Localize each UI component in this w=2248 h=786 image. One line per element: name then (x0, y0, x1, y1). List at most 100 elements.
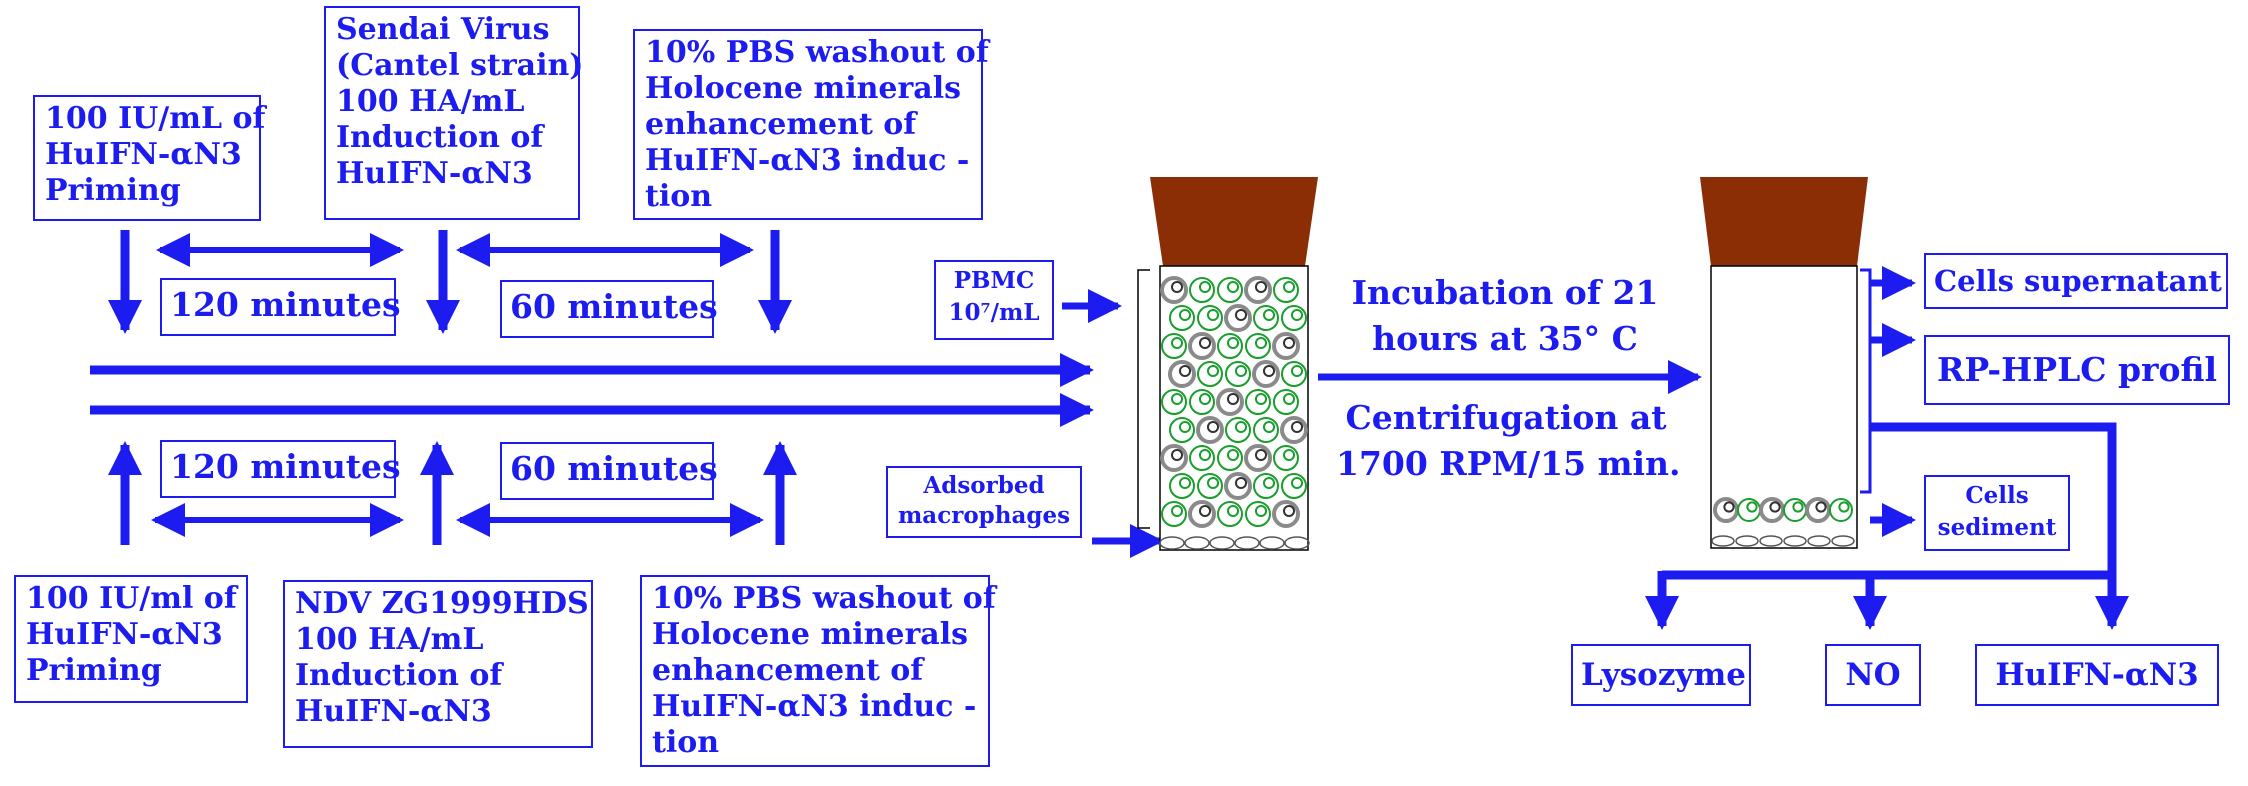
top-interval-2-label: 60 minutes (510, 287, 718, 326)
top-interval-2-box: 60 minutes (500, 280, 718, 338)
tube-1-cell (1196, 416, 1224, 444)
tube-1-cell (1197, 361, 1223, 387)
tube-1-cell (1217, 277, 1243, 303)
tube-1-cell (1189, 445, 1215, 471)
tube-1-cell-nucleus (1234, 308, 1248, 322)
tube-1-cell-nucleus (1262, 308, 1276, 322)
tube-1-bracket (1137, 269, 1150, 529)
tube-1-cell (1225, 417, 1251, 443)
bottom-priming-line-3: Priming (26, 653, 162, 688)
tube-1-cell (1272, 500, 1300, 528)
bottom-washout-line-4: HuIFN-αN3 induc - (652, 689, 977, 724)
tube-1-cell (1273, 277, 1299, 303)
tube-1-cell (1280, 416, 1308, 444)
tube-1-cell (1160, 276, 1188, 304)
tube-2-cells (1711, 497, 1855, 547)
bottom-priming-line-1: 100 IU/ml of (26, 581, 237, 616)
centrifugation-line-2: 1700 RPM/15 min. (1336, 444, 1681, 483)
tube-1-cell (1169, 473, 1195, 499)
tube-1-macrophage (1284, 536, 1310, 550)
tube-2-macrophage (1807, 535, 1831, 547)
tube-1-cell-nucleus (1290, 476, 1304, 490)
bottom-virus-line-4: HuIFN-αN3 (295, 694, 492, 729)
tube-1-cell-nucleus (1198, 504, 1212, 518)
top-virus-line-3: 100 HA/mL (336, 84, 525, 119)
top-washout-line-4: HuIFN-αN3 induc - (645, 143, 970, 178)
tube-1-cell-nucleus (1254, 392, 1268, 406)
tube-2-cap (1700, 177, 1868, 266)
bottom-washout-box: 10% PBS washout of Holocene minerals enh… (640, 575, 996, 767)
bottom-interval-2-label: 60 minutes (510, 449, 718, 488)
bottom-washout-line-3: enhancement of (652, 653, 924, 688)
supernatant-box: Cells supernatant (1924, 253, 2228, 309)
tube-1-cell-nucleus (1282, 392, 1296, 406)
tube-1-cell (1168, 360, 1196, 388)
tube-1-cell-nucleus (1282, 448, 1296, 462)
top-interval-1-box: 120 minutes (160, 278, 401, 336)
tube-1-cell (1189, 389, 1215, 415)
tube-1-cell-nucleus (1206, 476, 1220, 490)
macrophages-box: Adsorbed macrophages (886, 466, 1082, 538)
tube-1-cell (1272, 332, 1300, 360)
tube-1-cell (1217, 333, 1243, 359)
tube-1-cell-nucleus (1290, 420, 1304, 434)
bottom-washout-line-2: Holocene minerals (652, 617, 969, 652)
tube-1-cell-nucleus (1226, 448, 1240, 462)
top-virus-line-5: HuIFN-αN3 (336, 156, 533, 191)
tube-1-cell (1281, 305, 1307, 331)
tube-1-cell (1169, 417, 1195, 443)
bottom-virus-line-3: Induction of (295, 658, 503, 693)
tube-2-macrophage (1711, 535, 1735, 547)
top-priming-line-3: Priming (45, 173, 181, 208)
tube-1-cell-nucleus (1170, 448, 1184, 462)
tube-2 (1700, 177, 1868, 549)
tube-1-cell-nucleus (1282, 280, 1296, 294)
tube-2-cell (1829, 498, 1853, 522)
tube-1-cell-nucleus (1290, 364, 1304, 378)
tube-1-cell-nucleus (1254, 504, 1268, 518)
macrophages-line-1: Adsorbed (923, 472, 1045, 499)
tube-1-cell (1245, 389, 1271, 415)
tube-1-cell-nucleus (1178, 308, 1192, 322)
tube-1-cell (1224, 304, 1252, 332)
top-washout-line-5: tion (645, 179, 713, 214)
lysozyme-box: Lysozyme (1571, 644, 1751, 706)
tube-1-cell-nucleus (1170, 280, 1184, 294)
sediment-line-1: Cells (1965, 482, 2029, 509)
tube-1-cell (1252, 360, 1280, 388)
tube-1-macrophage (1234, 536, 1260, 550)
sediment-line-2: sediment (1937, 514, 2057, 541)
tube-1-cell (1189, 277, 1215, 303)
tube-1-cell-nucleus (1198, 448, 1212, 462)
tube-2-macrophage (1759, 535, 1783, 547)
tube-1-cell (1281, 473, 1307, 499)
tube-1-cell-nucleus (1234, 364, 1248, 378)
tube-1-cap (1150, 177, 1318, 266)
tube-1 (1137, 177, 1318, 551)
tube-1-cell-nucleus (1254, 280, 1268, 294)
no-box: NO (1825, 644, 1921, 706)
tube-1-cell (1169, 305, 1195, 331)
bottom-virus-line-1: NDV ZG1999HDS (295, 586, 589, 621)
top-priming-line-1: 100 IU/mL of (45, 101, 266, 136)
tube-1-cell (1188, 332, 1216, 360)
top-washout-box: 10% PBS washout of Holocene minerals enh… (633, 29, 989, 220)
pbmc-box: PBMC 10⁷/mL (934, 260, 1054, 340)
tube-2-cell-nucleus (1792, 501, 1804, 513)
tube-1-cell (1245, 501, 1271, 527)
supernatant-label: Cells supernatant (1934, 264, 2222, 298)
top-priming-line-2: HuIFN-αN3 (45, 137, 242, 172)
top-priming-box: 100 IU/mL of HuIFN-αN3 Priming (33, 95, 266, 221)
incubation-line-2: hours at 35° C (1372, 319, 1638, 358)
tube-2-cell-nucleus (1746, 501, 1758, 513)
tube-1-macrophage (1259, 536, 1285, 550)
tube-1-cell (1224, 472, 1252, 500)
pbmc-line-2: 10⁷/mL (948, 299, 1040, 326)
bottom-virus-box: NDV ZG1999HDS 100 HA/mL Induction of HuI… (283, 580, 593, 748)
tube-1-cell-nucleus (1234, 476, 1248, 490)
tube-2-macrophage (1735, 535, 1759, 547)
tube-1-cell-nucleus (1198, 392, 1212, 406)
top-virus-box: Sendai Virus (Cantel strain) 100 HA/mL I… (324, 6, 584, 220)
tube-1-cell-nucleus (1198, 336, 1212, 350)
